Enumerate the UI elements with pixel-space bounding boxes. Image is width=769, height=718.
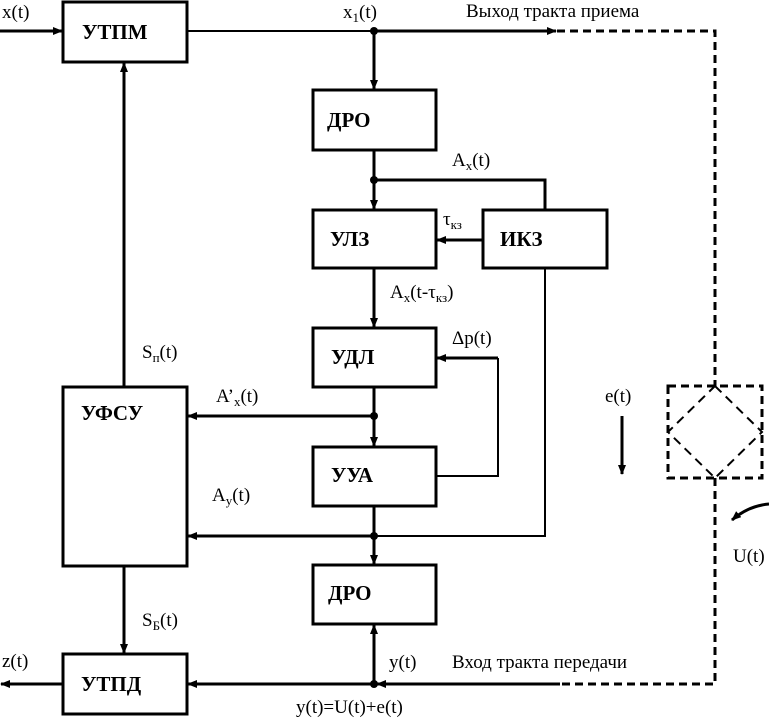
block-ufsu: УФСУ <box>61 385 189 568</box>
dashed-echo-path-bottom <box>560 478 717 686</box>
label-y: y(t) <box>389 652 416 673</box>
junction-x1 <box>370 27 378 35</box>
block-uua: УУА <box>311 445 438 508</box>
block-ikz: ИКЗ <box>481 208 609 270</box>
block-dro-bottom-label: ДРО <box>328 581 372 605</box>
wire-ikz-to-ay <box>374 268 546 537</box>
block-ikz-label: ИКЗ <box>500 227 543 251</box>
block-utpd-label: УТПД <box>81 672 142 696</box>
wire-ax-to-ikz <box>374 178 547 210</box>
dashed-echo-path-top <box>557 29 717 386</box>
block-dro-bottom: ДРО <box>311 563 438 626</box>
u-direction-arrow <box>731 502 769 522</box>
label-dp: Δp(t) <box>452 328 492 349</box>
block-ufsu-label: УФСУ <box>81 401 143 425</box>
label-ax-prime: A’x(t) <box>216 386 258 409</box>
block-utpd: УТПД <box>61 652 189 716</box>
label-ax-delayed: Ax(t-τкз) <box>390 282 453 305</box>
label-sp: Sп(t) <box>142 342 177 365</box>
label-y-sum: y(t)=U(t)+e(t) <box>296 697 403 718</box>
junction-y <box>370 680 378 688</box>
block-udl-label: УДЛ <box>331 345 375 369</box>
hybrid-transformer <box>666 384 764 480</box>
label-u: U(t) <box>733 546 765 567</box>
label-e: e(t) <box>605 386 631 407</box>
block-ulz: УЛЗ <box>311 208 438 270</box>
label-x1: x1(t) <box>343 2 377 25</box>
block-dro-top: ДРО <box>311 88 438 152</box>
label-tau-kz: τкз <box>443 209 462 232</box>
label-z-output: z(t) <box>2 651 28 672</box>
label-ay: Ay(t) <box>212 485 250 508</box>
block-uua-label: УУА <box>331 463 374 487</box>
block-utpm-label: УТПМ <box>82 20 148 44</box>
block-ulz-label: УЛЗ <box>330 227 369 251</box>
caption-rx-output: Выход тракта приема <box>466 1 640 22</box>
label-ax: Ax(t) <box>452 150 490 173</box>
wire-dp-feedback <box>436 358 499 477</box>
label-x-input: x(t) <box>2 2 29 23</box>
block-dro-top-label: ДРО <box>327 108 371 132</box>
block-udl: УДЛ <box>311 326 438 389</box>
label-sb: SБ(t) <box>142 610 178 633</box>
block-utpm: УТПМ <box>61 0 189 64</box>
caption-tx-input: Вход тракта передачи <box>452 652 627 673</box>
